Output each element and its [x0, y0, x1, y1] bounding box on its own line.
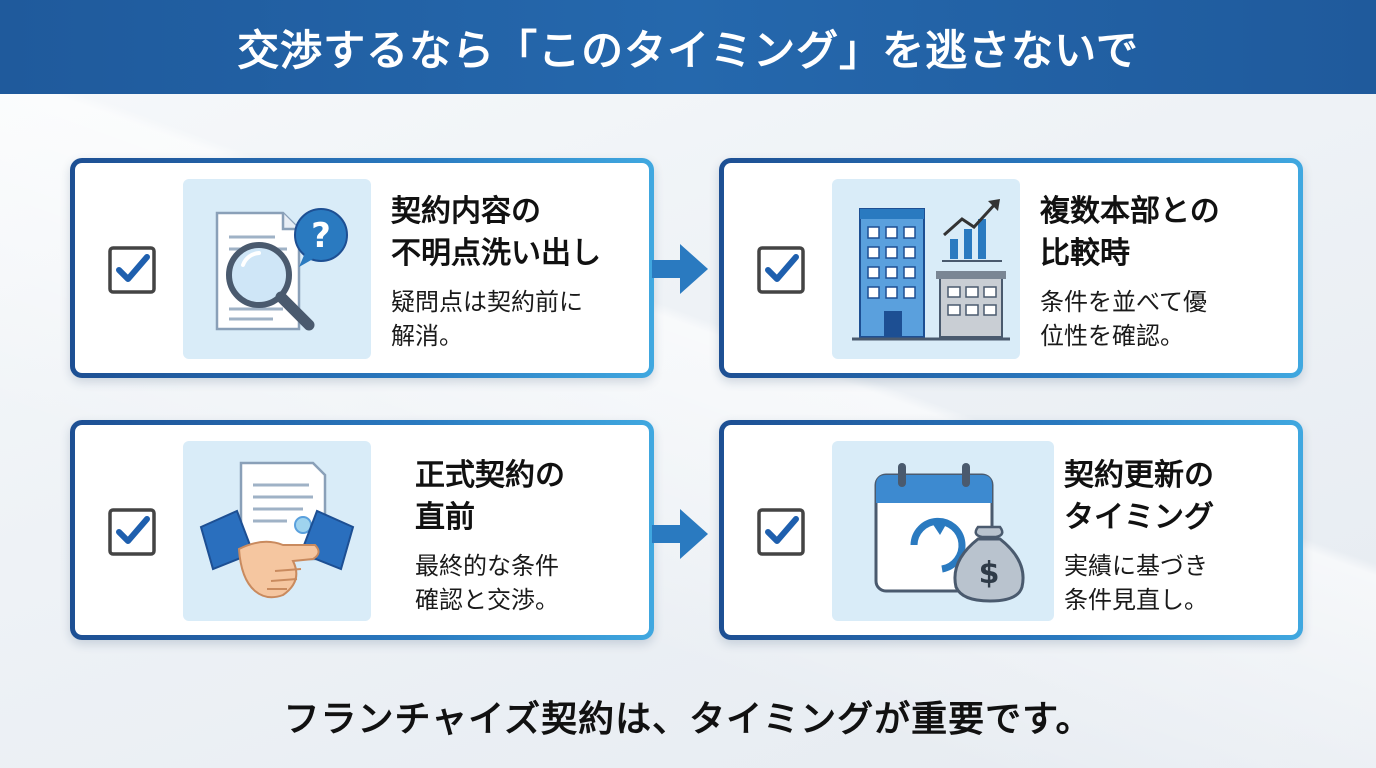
- svg-text:$: $: [979, 556, 1000, 591]
- card-description-line: 疑問点は契約前に: [391, 288, 583, 316]
- arrow-right-icon: [652, 509, 708, 559]
- card-title-line: 契約内容の: [391, 194, 541, 229]
- svg-text:?: ?: [311, 216, 331, 256]
- page-title: 交渉するなら「このタイミング」を逃さないで: [237, 25, 1139, 75]
- timing-card-before-signing: 正式契約の 直前 最終的な条件 確認と交渉。: [70, 420, 654, 640]
- buildings-growth-chart-icon: [832, 179, 1020, 359]
- document-magnifier-question-icon: ?: [183, 179, 371, 359]
- card-description-line: 条件見直し。: [1064, 586, 1208, 614]
- card-title-line: タイミング: [1064, 500, 1214, 535]
- card-description-line: 確認と交渉。: [415, 586, 559, 614]
- card-description-line: 実績に基づき: [1064, 552, 1208, 580]
- card-description-line: 位性を確認。: [1040, 322, 1184, 350]
- footer-message: フランチャイズ契約は、タイミングが重要です。: [283, 699, 1093, 740]
- card-description-line: 最終的な条件: [415, 552, 559, 580]
- card-title-line: 契約更新の: [1064, 458, 1214, 493]
- contract-handshake-icon: [183, 441, 371, 621]
- timing-card-contract-renewal: $ 契約更新の タイミング 実績に基づき 条件見直し。: [719, 420, 1303, 640]
- timing-card-compare-headquarters: 複数本部との 比較時 条件を並べて優 位性を確認。: [719, 158, 1303, 378]
- card-title-line: 直前: [415, 500, 475, 535]
- card-description-line: 解消。: [391, 322, 463, 350]
- timing-card-clarify-contract: ? 契約内容の 不明点洗い出し 疑問点は契約前に 解消。: [70, 158, 654, 378]
- card-description-line: 条件を並べて優: [1040, 288, 1208, 316]
- checkbox-checked-icon: [108, 246, 156, 294]
- card-title-line: 不明点洗い出し: [391, 236, 601, 271]
- calendar-renew-money-bag-icon: $: [832, 441, 1054, 621]
- card-title-line: 複数本部との: [1040, 194, 1220, 229]
- card-title-line: 正式契約の: [415, 458, 565, 493]
- checkbox-checked-icon: [757, 508, 805, 556]
- card-title-line: 比較時: [1040, 236, 1130, 271]
- header-banner: 交渉するなら「このタイミング」を逃さないで: [0, 0, 1376, 94]
- checkbox-checked-icon: [108, 508, 156, 556]
- checkbox-checked-icon: [757, 246, 805, 294]
- arrow-right-icon: [652, 244, 708, 294]
